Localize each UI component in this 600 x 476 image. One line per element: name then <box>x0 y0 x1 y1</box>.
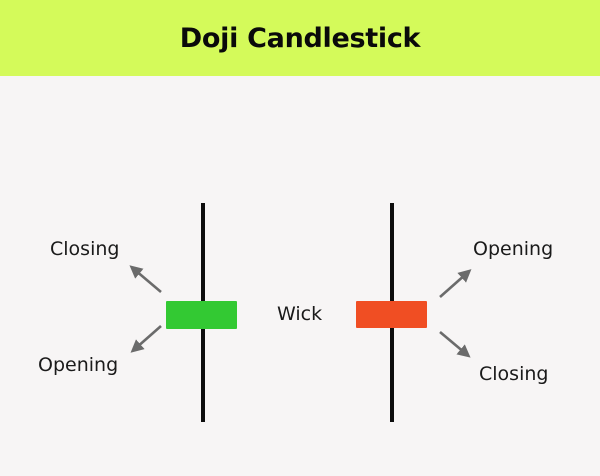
header-banner: Doji Candlestick <box>0 0 600 76</box>
label-wick: Wick <box>277 303 323 325</box>
page-title: Doji Candlestick <box>179 22 421 54</box>
label-opening-left: Opening <box>38 354 119 376</box>
candlestick-body-bullish <box>166 301 237 329</box>
doji-candlestick-infographic: Doji Candlestick <box>0 0 600 422</box>
arrow-to-opening-left <box>130 325 162 353</box>
arrow-to-closing-left <box>129 265 162 293</box>
diagram-canvas: Closing Opening Wick Opening Closing <box>0 76 600 422</box>
label-opening-right: Opening <box>473 238 554 260</box>
label-closing-right: Closing <box>479 363 549 385</box>
annotation-arrows-layer <box>129 265 472 358</box>
arrow-to-closing-right <box>439 331 471 358</box>
candlestick-body-bearish <box>356 301 427 328</box>
label-closing-left: Closing <box>50 238 120 260</box>
arrow-to-opening-right <box>439 269 472 298</box>
